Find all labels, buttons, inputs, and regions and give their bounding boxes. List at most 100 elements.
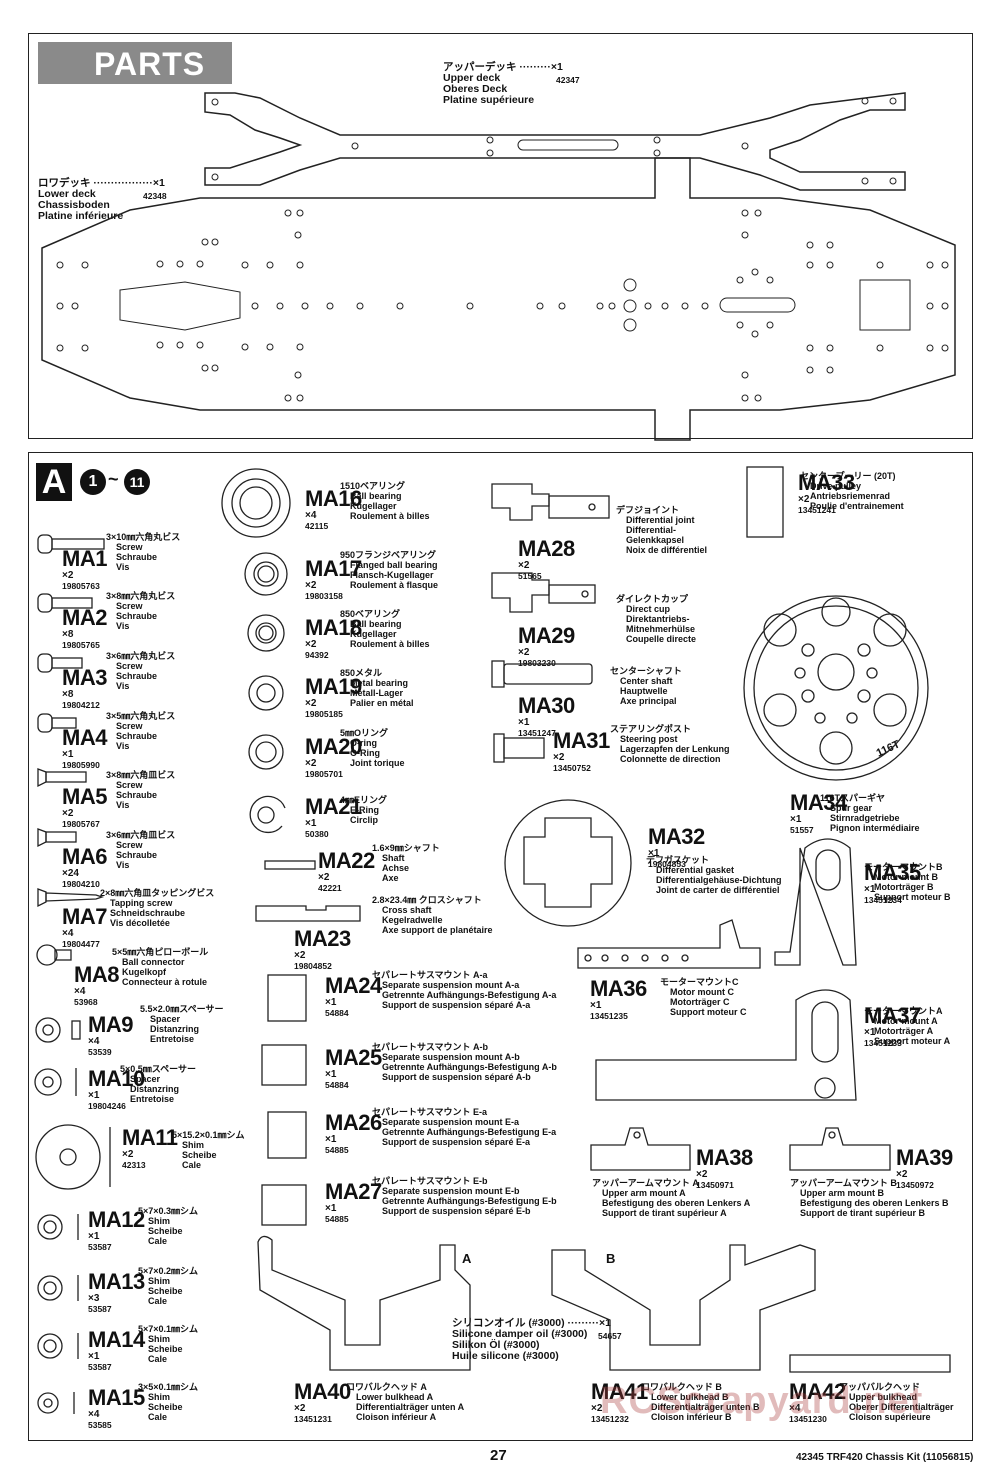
part-code: MA38 [696, 1145, 753, 1170]
part-name-line: Circlip [350, 815, 379, 825]
part-name-line: Pignon intermédiaire [830, 823, 920, 833]
part-name-line: Roulement à billes [350, 639, 430, 649]
part-number: 42115 [305, 521, 329, 531]
part-name-jp: 5×0.5㎜スペーサー [120, 1064, 196, 1074]
part-code: MA25 [325, 1045, 382, 1070]
part-name-line: Motorträger B [874, 882, 934, 892]
part-quantity: ×2 [294, 1403, 306, 1414]
parts-title-banner: PARTS [38, 42, 232, 84]
part-code: MA33 [798, 470, 855, 495]
part-name-jp: デフガスケット [646, 855, 710, 865]
part-code: MA42 [789, 1379, 846, 1404]
part-number: 53587 [88, 1242, 112, 1252]
part-name-jp: 3×6㎜六角丸ビス [106, 651, 176, 661]
part-name-line: Support moteur B [874, 892, 951, 902]
part-name-line: Vis décolletée [110, 918, 170, 928]
part-quantity: ×8 [62, 689, 74, 700]
part-number: 19805701 [305, 769, 343, 779]
part-name-line: Kugellager [350, 501, 397, 511]
part-name-line: Distanzring [150, 1024, 200, 1034]
part-name-jp: 4㎜Eリング [340, 795, 388, 805]
part-number: 42221 [318, 883, 342, 893]
part-name-jp: モーターマウントB [864, 862, 943, 872]
part-name-jp: セパレートサスマウント E-a [372, 1107, 488, 1117]
part-quantity: ×2 [696, 1169, 708, 1180]
part-name-jp: 2.8×23.4㎜ クロスシャフト [372, 895, 482, 905]
page-number: 27 [490, 1447, 507, 1464]
part-name-line: Achse [382, 863, 410, 873]
part-name-line: Axe principal [620, 696, 677, 706]
part-name-line: Kegelradwelle [382, 915, 443, 925]
part-name-line: Support de suspension séparé A-a [382, 1000, 531, 1010]
part-name-line: Motorträger C [670, 997, 730, 1007]
part-code: MA35 [864, 860, 921, 885]
part-number: 19805990 [62, 760, 100, 770]
part-name-line: Scheibe [148, 1226, 183, 1236]
part-name-line: Spacer [130, 1074, 161, 1084]
part-name-line: Tapping screw [110, 898, 173, 908]
part-quantity: ×2 [122, 1149, 134, 1160]
part-name-line: Roulement à flasque [350, 580, 439, 590]
part-name-line: Vis [116, 860, 130, 870]
part-name-line: Connecteur à rotule [122, 977, 208, 987]
bag-letter: A [36, 463, 72, 501]
part-name-line: Screw [116, 721, 143, 731]
part-number: 13450752 [553, 763, 591, 773]
part-name-jp: ロワバルクヘッド A [346, 1382, 427, 1392]
part-code: MA30 [518, 693, 575, 718]
lower-deck-label: ロワデッキ ·················×1 Lower deck Cha… [38, 178, 165, 222]
part-name-line: Metall-Lager [350, 688, 404, 698]
part-name-line: Cloison supérieure [849, 1412, 931, 1422]
part-number: 13451233 [864, 1038, 902, 1048]
part-number: 19805763 [62, 581, 100, 591]
part-code: MA41 [591, 1379, 648, 1404]
part-quantity: ×1 [88, 1090, 100, 1101]
part-number: 53585 [88, 1420, 112, 1430]
part-code: MA28 [518, 536, 575, 561]
part-name-line: Scheibe [182, 1150, 217, 1160]
part-number: 19805767 [62, 819, 100, 829]
part-name-line: Ball bearing [350, 491, 402, 501]
part-code: MA19 [305, 674, 362, 699]
part-name-jp: 3×5×0.1㎜シム [138, 1382, 199, 1392]
part-code: MA27 [325, 1179, 382, 1204]
part-name-jp: 850ベアリング [340, 609, 401, 619]
kit-reference: 42345 TRF420 Chassis Kit (11056815) [796, 1452, 974, 1463]
part-number: 13451234 [864, 895, 902, 905]
part-quantity: ×1 [88, 1231, 100, 1242]
part-name-line: Schraube [116, 850, 158, 860]
part-number: 13451241 [798, 505, 836, 515]
part-number: 19804246 [88, 1101, 126, 1111]
part-number: 54885 [325, 1145, 349, 1155]
part-quantity: ×1 [648, 848, 660, 859]
part-name-line: Entretoise [130, 1094, 175, 1104]
part-code: MA22 [318, 848, 375, 873]
part-name-jp: セパレートサスマウント A-a [372, 970, 488, 980]
lower-deck-de: Chassisboden [38, 199, 110, 211]
lower-deck-jp: ロワデッキ ·················×1 [38, 177, 165, 189]
part-number: 19803158 [305, 591, 343, 601]
part-number: 51557 [790, 825, 814, 835]
part-name-line: Shim [148, 1392, 171, 1402]
part-quantity: ×2 [318, 872, 330, 883]
part-name-line: Screw [116, 542, 143, 552]
part-name-line: Gelenkkapsel [626, 535, 685, 545]
screw-icon [37, 768, 87, 788]
part-quantity: ×2 [518, 647, 530, 658]
upper-deck-label: アッパーデッキ ·········×1 Upper deck Oberes De… [443, 62, 563, 106]
part-quantity: ×1 [864, 1027, 876, 1038]
part-code: MA29 [518, 623, 575, 648]
part-name-line: Support de tirant supérieur A [602, 1208, 727, 1218]
part-name-line: Support de suspension séparé A-b [382, 1072, 531, 1082]
part-name-line: Ball bearing [350, 619, 402, 629]
part-code: MA37 [864, 1003, 921, 1028]
